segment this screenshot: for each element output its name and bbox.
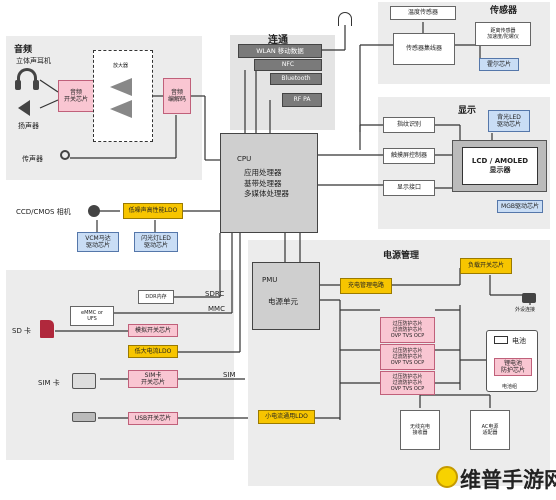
battery-label: 电池 (512, 337, 526, 345)
display-title: 显示 (458, 106, 477, 116)
battery-group-label: 电池组 (502, 384, 518, 390)
amp-triangle-top-icon (110, 78, 132, 96)
external-label: 外设连接 (515, 307, 536, 313)
emmc-ufs: eMMC or UFS (70, 306, 114, 326)
fingerprint-block: 指纹识别 (383, 117, 435, 133)
sensor-list: 距离传感器 加速度/陀螺仪 (475, 22, 531, 46)
high-current-ldo: 低大电流LDO (128, 345, 178, 358)
sim-card-icon (72, 373, 96, 389)
audio-codec-chip: 音频 编解码 (163, 78, 191, 114)
vcm-driver: VCM马达 驱动芯片 (77, 232, 119, 252)
ovp-chip-3: 过压防护芯片 过流防护芯片 OVP TVS OCP (380, 371, 435, 395)
ddr-memory: DDR内存 (138, 290, 174, 304)
sensor-hub: 传感器集线器 (393, 33, 455, 65)
speaker-label: 扬声器 (18, 122, 39, 130)
pmu-block (252, 262, 320, 330)
ovp-chip-2: 过压防护芯片 过流防护芯片 OVP TVS OCP (380, 344, 435, 370)
rf-pa-block: RF PA (282, 93, 322, 107)
charge-manager: 充电管理电路 (340, 278, 392, 294)
usb-switch: USB开关芯片 (128, 412, 178, 425)
watermark-text: 维普手游网 (460, 468, 556, 492)
camera-ldo: 低噪声高性能LDO (123, 203, 183, 219)
power-title: 电源管理 (383, 251, 420, 261)
amp-triangle-bottom-icon (110, 100, 132, 118)
ac-adapter: AC电源 适配器 (470, 410, 510, 450)
sd-label: SD 卡 (12, 327, 32, 335)
usb-plug-icon (522, 293, 536, 303)
wireless-receiver: 无线充电 接收器 (400, 410, 440, 450)
antenna-icon (338, 12, 352, 26)
mgb-driver: MGB驱动芯片 (497, 200, 543, 213)
mic-label: 传声器 (22, 155, 43, 163)
sensor-title: 传感器 (490, 6, 518, 16)
sim-switch: SIM卡 开关芯片 (128, 370, 178, 388)
usb-port-icon (72, 412, 96, 422)
sd-card-icon (40, 320, 54, 338)
speaker-icon (18, 100, 30, 116)
sim-bus-label: SIM (223, 371, 236, 379)
amplifier-box (93, 50, 153, 142)
pmu-title: PMU (262, 276, 278, 284)
pmu-unit: 电源单元 (268, 297, 298, 306)
sim-card-label: SIM 卡 (38, 379, 60, 387)
lcd-display: LCD / AMOLED 显示器 (462, 147, 538, 185)
mmc-label: MMC (208, 305, 225, 313)
display-port: 显示接口 (383, 180, 435, 196)
hall-chip: 霍尔芯片 (479, 58, 519, 71)
nfc-block: NFC (254, 59, 322, 71)
battery-icon (494, 336, 508, 344)
audio-title: 音频 (14, 45, 33, 55)
load-switch: 负载开关芯片 (460, 258, 512, 274)
sd-switch: 模拟开关芯片 (128, 324, 178, 337)
temp-sensor: 温度传感器 (390, 6, 456, 20)
connect-title: 连通 (268, 35, 288, 46)
backlight-driver: 背光LED 驱动芯片 (488, 110, 530, 132)
battery-protect: 锂电池 防护芯片 (494, 358, 532, 376)
cpu-block (220, 133, 318, 233)
sdrc-label: SDRC (205, 290, 225, 298)
camera-label: CCD/CMOS 相机 (16, 208, 71, 216)
small-ldo: 小电流通用LDO (258, 410, 315, 424)
cpu-title: CPU (237, 155, 252, 163)
ovp-chip-1: 过压防护芯片 过流防护芯片 OVP TVS OCP (380, 317, 435, 343)
audio-switch-chip: 音频 开关芯片 (58, 80, 94, 112)
wlan-block: WLAN 移动数据 (238, 44, 322, 58)
bluetooth-block: Bluetooth (270, 73, 322, 85)
amplifier-label: 放大器 (113, 63, 129, 69)
headphone-cup-left-icon (15, 80, 21, 90)
storage-region (6, 270, 234, 460)
cpu-body: 应用处理器 基带处理器 多媒体处理器 (244, 168, 289, 198)
headphone-label: 立体声耳机 (16, 57, 51, 65)
camera-icon (88, 205, 100, 217)
headphone-icon (17, 68, 37, 88)
watermark-logo-icon (436, 466, 458, 488)
flash-driver: 闪光灯LED 驱动芯片 (134, 232, 178, 252)
microphone-icon (60, 150, 70, 160)
touch-controller: 触摸屏控制器 (383, 148, 435, 164)
headphone-cup-right-icon (33, 80, 39, 90)
